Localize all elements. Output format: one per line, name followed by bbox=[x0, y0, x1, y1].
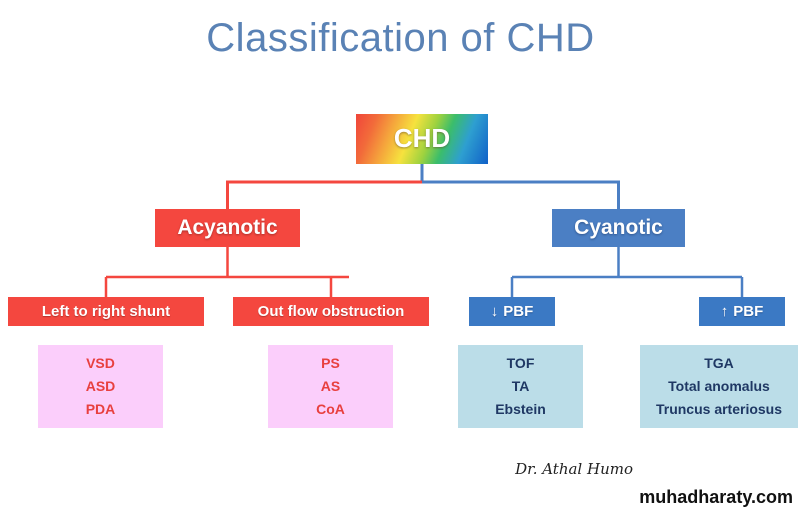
list-item: CoA bbox=[316, 401, 345, 418]
list-item: ASD bbox=[85, 377, 116, 394]
list-item: VSD bbox=[86, 354, 115, 371]
node-decreased-pbf[interactable]: ↓ PBF bbox=[469, 297, 555, 326]
node-increased-pbf-label: PBF bbox=[733, 302, 764, 320]
author-credit: Dr. Athal Humo bbox=[515, 460, 633, 478]
list-item: Total anomalus bbox=[668, 377, 770, 394]
list-item: TOF bbox=[506, 354, 535, 371]
node-increased-pbf[interactable]: ↑ PBF bbox=[699, 297, 785, 326]
panel-decreased-pbf-list: TOF TA Ebstein bbox=[458, 345, 583, 428]
node-chd-root[interactable]: CHD bbox=[356, 114, 488, 164]
node-out-flow-obstruction[interactable]: Out flow obstruction bbox=[233, 297, 429, 326]
panel-left-to-right-shunt-list: VSD ASD PDA bbox=[38, 345, 163, 428]
list-item: Ebstein bbox=[495, 401, 546, 418]
arrow-up-icon: ↑ bbox=[720, 302, 729, 320]
node-decreased-pbf-label: PBF bbox=[503, 302, 534, 320]
list-item: TGA bbox=[704, 354, 734, 371]
list-item: PS bbox=[321, 354, 340, 371]
node-left-to-right-shunt[interactable]: Left to right shunt bbox=[8, 297, 204, 326]
arrow-down-icon: ↓ bbox=[490, 302, 499, 320]
list-item: PDA bbox=[85, 401, 116, 418]
node-acyanotic[interactable]: Acyanotic bbox=[155, 209, 300, 247]
website-credit: muhadharaty.com bbox=[639, 487, 793, 507]
page-title: Classification of CHD bbox=[206, 16, 595, 60]
panel-increased-pbf-list: TGA Total anomalus Truncus arteriosus bbox=[640, 345, 798, 428]
panel-out-flow-obstruction-list: PS AS CoA bbox=[268, 345, 393, 428]
list-item: AS bbox=[320, 377, 341, 394]
list-item: TA bbox=[511, 377, 530, 394]
list-item: Truncus arteriosus bbox=[655, 401, 783, 418]
node-cyanotic[interactable]: Cyanotic bbox=[552, 209, 685, 247]
